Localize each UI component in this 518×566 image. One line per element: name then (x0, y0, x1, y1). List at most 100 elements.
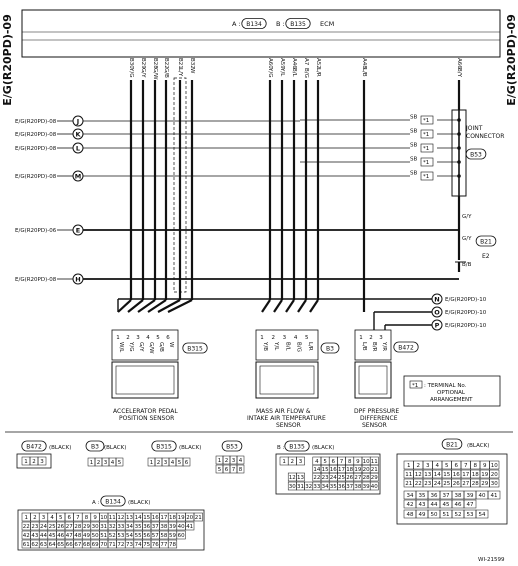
sb-term-box-4 (420, 171, 434, 181)
sensor-accel-pin-6: 6 (166, 335, 170, 341)
conn-b135-r1-num-1: 2 (291, 459, 295, 465)
conn-b135-r3-num-5: 23 (322, 475, 329, 481)
sb-wire-label-4: SB (410, 171, 417, 177)
conn-b134-r1-num-8: 9 (93, 515, 97, 521)
ecm-pin-A59: A59 (279, 58, 285, 69)
ecm-pin-A52-wire-g: L/R (315, 68, 321, 77)
conn-b134-r2-num-10: 32 (109, 524, 116, 530)
ecm-pin-A52: A52 (315, 58, 321, 69)
conn-b135-housing (275, 453, 381, 495)
ecm-pin-A46: A46 (291, 58, 297, 69)
ecm-pin-A7-pin: A7 (303, 58, 309, 66)
conn-b315-num-0: 1 (150, 460, 154, 466)
sensor-maf-wire-1: Y/L (273, 341, 279, 351)
conn-b134-r2-num-0: 22 (23, 524, 30, 530)
conn-b135-r3-num-6: 24 (330, 475, 337, 481)
sensor-dpf-wire-0: L/B (361, 342, 367, 351)
conn-b134-r2-num-3: 25 (49, 524, 56, 530)
ecm-pin-B28-wire: G/W (152, 68, 158, 80)
conn-b134-r2-cell-19 (185, 521, 195, 531)
sensor-maf-body (255, 361, 319, 399)
ecm-pin-A66-wire-g: B/Y (456, 68, 462, 78)
conn-b134-r1-cell-20 (193, 512, 203, 522)
conn-b53-top-num-0: 1 (218, 458, 222, 464)
right-ref-P-letter: P (435, 322, 440, 330)
conn-b135-r3-num-9: 27 (354, 475, 361, 481)
sensor-accel-id-label: B315 (187, 345, 203, 352)
conn-b134-r4-num-10: 71 (109, 542, 116, 548)
ground-conn (475, 235, 497, 247)
conn-b21-r4-num-1: 35 (419, 493, 426, 499)
conn-b21-r6-cell-6 (475, 509, 489, 519)
conn-b315-id-label: B315 (156, 443, 172, 450)
sensor-accel-pin-1: 1 (116, 335, 120, 341)
wire-bend-B32 (167, 299, 193, 313)
conn-b134-r2-num-13: 35 (135, 524, 142, 530)
conn-b134-r3-num-0: 42 (23, 533, 30, 539)
sensor-maf-inner (259, 365, 315, 395)
conn-b21-r1-num-6: 7 (464, 463, 468, 469)
sensor-accel-wire-3: G/W (148, 342, 154, 354)
conn-b134-r1-num-17: 18 (169, 515, 176, 521)
conn-b134-r1-num-9: 10 (100, 515, 107, 521)
ground-wire-top: G/Y (462, 236, 472, 242)
conn-b135-r2-num-10: 20 (363, 467, 370, 473)
sb-junction-dot-0 (457, 118, 461, 122)
sensor-dpf-name-1: DPF PRESSURE (354, 408, 399, 415)
conn-b134-r3-num-15: 57 (152, 533, 159, 539)
conn-b134-r1-num-11: 12 (117, 515, 124, 521)
conn-b315-num-5: 6 (185, 460, 189, 466)
conn-b134-r3-num-4: 46 (57, 533, 64, 539)
sensor-accel-wire-g-1: Y/G (128, 341, 134, 351)
conn-b53-top-cell-3 (236, 455, 245, 465)
conn-b134-r1-num-13: 14 (135, 515, 142, 521)
sensor-maf-wire-g-4: L/R (307, 342, 313, 351)
ecm-pin-B21-wire: L/Y (177, 68, 183, 77)
sensor-accel-wire-g-0: W/L (118, 342, 124, 353)
conn-b134-r3-cell-18 (176, 530, 186, 540)
sensor-accel-id (182, 342, 208, 354)
conn-b135-id (284, 440, 310, 452)
conn-b21-r1-cell-9 (489, 460, 500, 470)
sensor-accel-wire-4: G/B (158, 342, 164, 352)
conn-b53-bot-cell-3 (236, 464, 245, 474)
conn-b21-r4-num-4: 38 (455, 493, 462, 499)
wire-bend-A59 (273, 299, 283, 313)
ecm-pin-A52-pin: A52 (315, 58, 321, 69)
conn-b134-r3-num-13: 55 (135, 533, 142, 539)
conn-b21-r4-num-0: 34 (407, 493, 414, 499)
conn-b21-r6-num-2: 50 (431, 512, 438, 518)
sensor-dpf-wire-1: B/R (371, 342, 377, 352)
conn-b21-r3-num-5: 26 (453, 481, 460, 487)
sb-term-box-0 (420, 115, 434, 125)
sensor-dpf-name-2: DIFFERENCE (360, 415, 398, 422)
sensor-dpf-wire-2: Y/R (381, 341, 387, 351)
conn-b135-r3-num-4: 22 (313, 475, 320, 481)
conn-b134-r3-num-8: 50 (92, 533, 99, 539)
sensor-dpf-name-3: SENSOR (362, 422, 387, 429)
ecm-pin-B22-wire: G/B (163, 68, 169, 78)
wire-bend-A7 (297, 299, 307, 313)
conn-b135-r4-num-8: 37 (346, 484, 353, 490)
side-page-label-1: E/G(R20PD)-09 (505, 14, 518, 105)
conn-b21-r3-num-9: 30 (491, 481, 498, 487)
conn-b53-top-num-3: 4 (239, 458, 243, 464)
conn-b134-r4-num-14: 75 (143, 542, 150, 548)
conn-b21-r2-num-8: 19 (481, 472, 488, 478)
conn-b21-r6-num-3: 51 (443, 512, 450, 518)
ecm-title: ECM (320, 20, 334, 28)
conn-b21-r5-num-1: 43 (419, 502, 426, 508)
conn-b21-r1-num-4: 5 (445, 463, 449, 469)
figure-id: WI-21599 (478, 557, 505, 563)
conn-b21-r5-num-3: 45 (443, 502, 450, 508)
ecm-pin-B21-pin: B21 (177, 58, 183, 69)
conn-b134-r2-num-7: 29 (83, 524, 90, 530)
conn-b315-id (151, 440, 177, 452)
sensor-dpf-pin-2: 2 (369, 335, 373, 341)
conn-b472-color: (BLACK) (49, 445, 71, 451)
conn-b53-top-num-2: 3 (232, 458, 236, 464)
sensor-accel-name-2: POSITION SENSOR (119, 415, 174, 422)
conn-b134-r3-num-3: 45 (49, 533, 56, 539)
wire-bend-B30 (117, 299, 132, 313)
